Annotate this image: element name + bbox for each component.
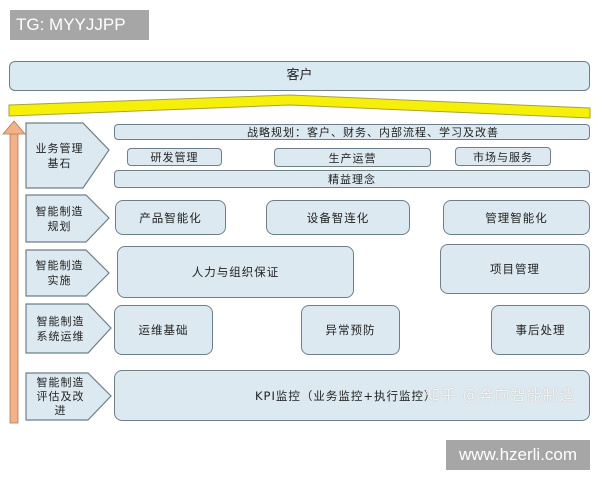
box-hr-organization: 人力与组织保证 [117,246,354,298]
row-label-system-ops: 智能制造 系统运维 [26,304,111,353]
watermark-top-left: TG: MYYJJPP [10,10,149,40]
upward-arrow-icon [2,120,26,424]
box-production-operations: 生产运营 [274,148,431,167]
row-label-implementation: 智能制造 实施 [26,250,109,296]
watermark-bottom-right: www.hzerli.com [446,440,590,470]
box-project-management: 项目管理 [440,244,590,294]
box-lean-concept: 精益理念 [114,170,590,188]
box-equipment-connectivity: 设备智连化 [266,200,410,235]
customer-bar: 客户 [9,61,590,91]
row-label-text: 智能制造 系统运维 [36,314,85,343]
box-product-intelligence: 产品智能化 [115,200,226,235]
row-label-text: 智能制造 评估及改 进 [36,375,85,417]
box-rd-management: 研发管理 [127,148,222,166]
row-label-text: 智能制造 规划 [35,204,84,233]
watermark-overlay: 知乎 @奔向智能制造 [425,386,575,404]
row-label-text: 智能制造 实施 [35,259,84,287]
roof-band [8,94,591,119]
row-label-planning: 智能制造 规划 [26,195,109,242]
row-label-business-foundation: 业务管理 基石 [26,123,109,188]
box-ops-foundation: 运维基础 [114,305,213,355]
row-label-evaluation: 智能制造 评估及改 进 [26,373,111,420]
row-label-text: 业务管理 基石 [35,141,84,170]
box-strategy-planning: 战略规划：客户、财务、内部流程、学习及改善 [114,124,590,140]
box-anomaly-prevention: 异常预防 [301,305,400,355]
box-management-intelligence: 管理智能化 [443,200,590,235]
box-kpi-monitoring: KPI监控（业务监控+执行监控） [114,370,590,421]
box-post-handling: 事后处理 [491,305,590,355]
box-market-service: 市场与服务 [455,147,551,166]
